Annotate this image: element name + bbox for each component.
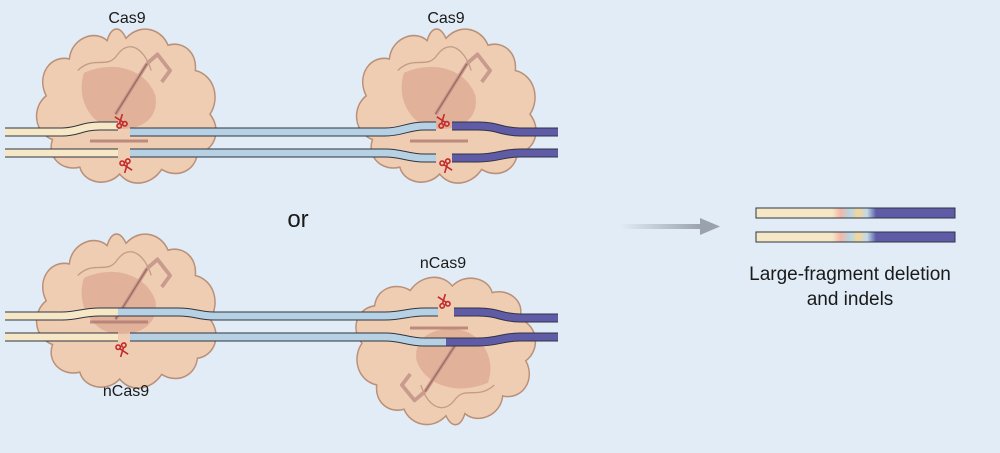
enzyme-label-bottom-left: nCas9 xyxy=(103,383,149,400)
scissors-icon xyxy=(114,113,128,129)
result-label-line2: and indels xyxy=(807,289,894,310)
dna-bottom-upper-strand xyxy=(5,307,558,323)
or-label: or xyxy=(287,206,308,233)
ncas9-protein-bottom-right xyxy=(355,276,536,426)
dna-strands xyxy=(5,121,558,347)
scissors-icon xyxy=(115,342,129,358)
scissors-icon xyxy=(436,113,450,129)
dna-bottom-lower-strand xyxy=(5,332,558,347)
right-arrow-icon xyxy=(620,218,720,235)
scissors-icon xyxy=(439,158,453,174)
dna-top-upper-strand xyxy=(5,121,558,137)
cas9-protein-top-left xyxy=(35,28,217,184)
dna-top-lower-strand xyxy=(5,148,558,163)
result-dna xyxy=(755,207,956,243)
cut-sites xyxy=(114,113,453,358)
scissors-icon xyxy=(119,158,133,174)
cas9-protein-top-right xyxy=(355,28,537,184)
scissors-icon xyxy=(437,293,451,309)
enzyme-label-top-left: Cas9 xyxy=(108,10,145,27)
result-label-line1: Large-fragment deletion xyxy=(749,264,951,285)
cas9-proteins xyxy=(35,28,537,426)
enzyme-label-top-right: Cas9 xyxy=(427,10,464,27)
guide-rna-segments xyxy=(90,139,468,330)
enzyme-label-bottom-right: nCas9 xyxy=(420,255,466,272)
